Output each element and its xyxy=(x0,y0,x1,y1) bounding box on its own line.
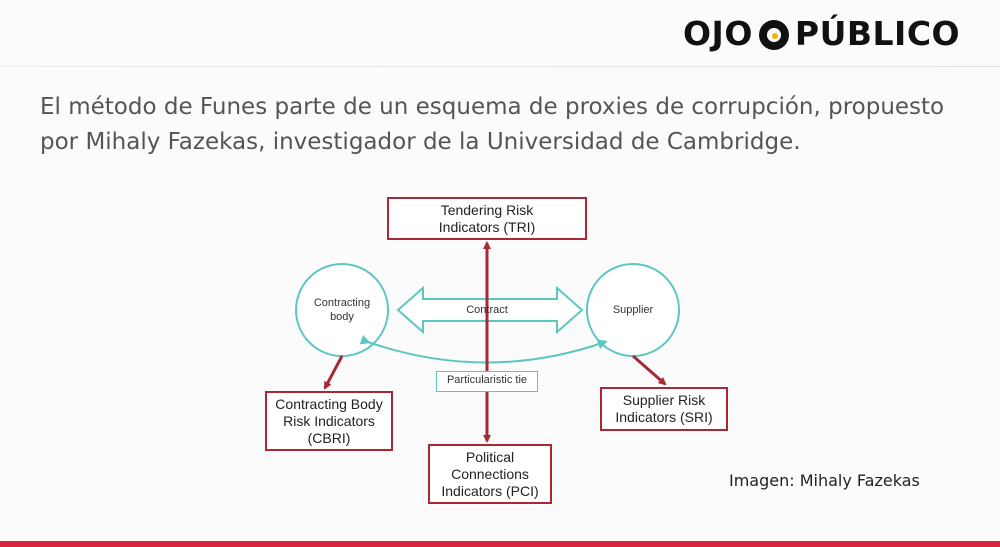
pci-box: Political Connections Indicators (PCI) xyxy=(428,444,552,504)
contracting-body-label: Contracting body xyxy=(313,297,371,323)
ojo-publico-logo[interactable]: OJO PÚBLICO xyxy=(683,14,960,53)
logo-text-right: PÚBLICO xyxy=(794,14,961,53)
cbri-box: Contracting Body Risk Indicators (CBRI) xyxy=(265,391,393,451)
contract-label: Contract xyxy=(466,304,508,316)
arrow-to-cbri xyxy=(323,355,344,390)
tri-box: Tendering Risk Indicators (TRI) xyxy=(387,197,587,240)
header-divider xyxy=(0,66,1000,67)
arrow-to-sri xyxy=(632,354,667,386)
image-credit: Imagen: Mihaly Fazekas xyxy=(729,471,920,490)
particularistic-tie-label: Particularistic tie xyxy=(436,371,538,392)
diagram-connectors xyxy=(295,241,680,443)
bottom-accent-bar xyxy=(0,541,1000,547)
contract-double-arrow xyxy=(396,285,584,335)
sri-box: Supplier Risk Indicators (SRI) xyxy=(600,387,728,431)
logo-text-left: OJO xyxy=(683,14,753,53)
eye-icon xyxy=(758,19,789,50)
intro-text: El método de Funes parte de un esquema d… xyxy=(40,94,945,155)
supplier-label: Supplier xyxy=(612,304,654,316)
